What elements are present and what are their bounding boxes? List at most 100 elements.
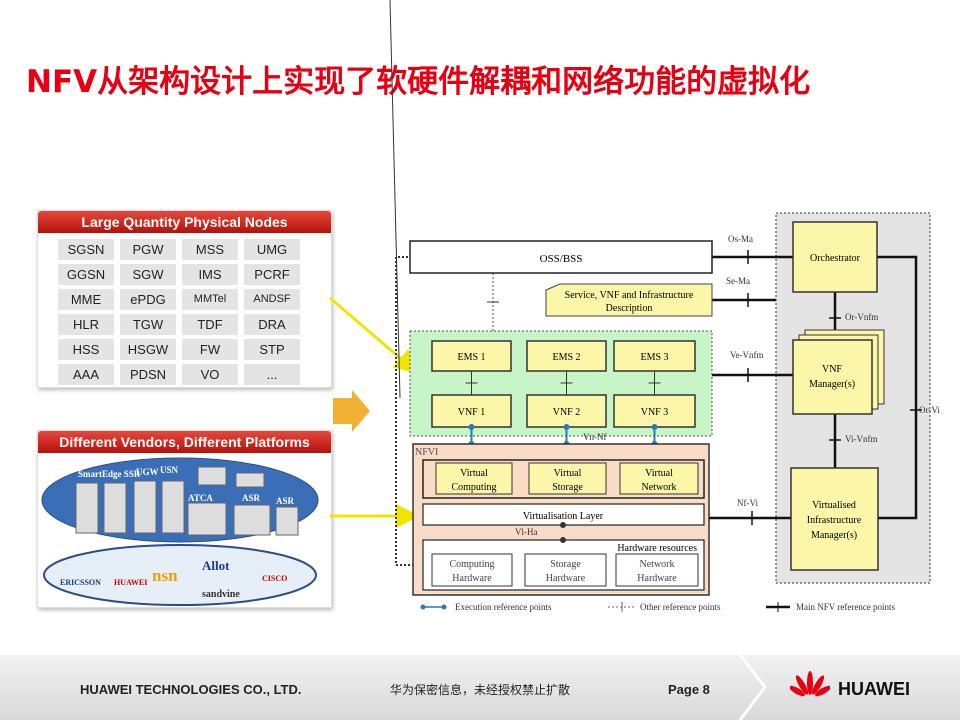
legend-item: Main NFV reference points [796, 602, 896, 612]
hardware-label: Network [640, 559, 675, 570]
pointer-arrow [329, 296, 419, 374]
page-number: Page 8 [668, 682, 710, 697]
vnf-manager-box [792, 339, 873, 415]
huawei-logo-text: HUAWEI [838, 679, 910, 699]
node-cell: AAA [58, 364, 114, 385]
node-cell: SGSN [58, 239, 114, 260]
platform-label: ATCA [188, 493, 213, 503]
hardware-resources-label: Hardware resources [617, 543, 697, 554]
orchestrator-box [792, 221, 878, 293]
hardware-label: Computing [449, 559, 494, 570]
vnf-label: VNF 2 [553, 407, 581, 418]
footer-divider [738, 655, 767, 720]
vim-label: Manager(s) [811, 530, 857, 541]
node-cell: HLR [58, 314, 114, 335]
descriptor-box [545, 283, 713, 317]
slide-title: NFV从架构设计上实现了软硬件解耦和网络功能的虚拟化 [26, 64, 811, 100]
ref-label: Or-Vi [919, 405, 940, 415]
oss-bss-box [409, 240, 713, 274]
virtual-resource-box [528, 462, 607, 495]
physical-nodes-panel: Large Quantity Physical Nodes SGSN PGW MSS… [37, 210, 332, 388]
descriptor-label: Service, VNF and Infrastructure [565, 290, 694, 301]
node-cell: HSGW [120, 339, 176, 360]
ems-label: EMS 2 [552, 352, 580, 363]
ems-box [526, 340, 607, 372]
node-cell: VO [182, 364, 238, 385]
confidential-notice: 华为保密信息，未经授权禁止扩散 [390, 683, 571, 697]
virtual-resource-box [619, 462, 699, 495]
hardware-box [431, 553, 513, 587]
ref-label: Vl-Ha [515, 527, 538, 537]
node-cell: PDSN [120, 364, 176, 385]
ref-label: Vi-Vnfm [845, 434, 877, 444]
ems-label: EMS 3 [640, 352, 668, 363]
node-cell: STP [244, 339, 300, 360]
footer: HUAWEI TECHNOLOGIES CO., LTD. 华为保密信息，未经授… [0, 655, 960, 720]
platform-label: UGW [136, 467, 159, 477]
arrow-right-icon [333, 390, 370, 432]
legend-item: Execution reference points [455, 602, 552, 612]
panel-header: Large Quantity Physical Nodes [38, 211, 331, 233]
vendors-illustration: SmartEdge SSR UGW USN ATCA ASR ASR ERICS… [41, 457, 319, 606]
nfvi-label: NFVI [415, 447, 438, 458]
node-cell: MME [58, 289, 114, 310]
node-cell: UMG [244, 239, 300, 260]
sandvine-logo: sandvine [202, 589, 240, 600]
hardware-label: Hardware [452, 573, 492, 584]
hardware-label: Hardware [637, 573, 677, 584]
vnf-box [613, 394, 696, 428]
vendors-panel: Different Vendors, Different Platforms S… [37, 430, 332, 608]
virtual-resource-label: Virtual [554, 468, 582, 479]
ems-box [431, 340, 512, 372]
hardware-box [524, 553, 607, 587]
panel-header: Different Vendors, Different Platforms [38, 431, 331, 453]
node-cell: IMS [182, 264, 238, 285]
node-cell: ANDSF [244, 289, 300, 310]
node-cell: ... [244, 364, 300, 385]
platform-label: ASR [242, 493, 261, 503]
nfv-architecture-diagram: OSS/BSS Service, VNF and Infrastructure … [329, 0, 940, 612]
virtual-resource-label: Virtual [645, 468, 673, 479]
ref-label: Or-Vnfm [845, 312, 878, 322]
vnf-manager-label: Manager(s) [809, 379, 855, 390]
node-cell: PGW [120, 239, 176, 260]
node-cell: TDF [182, 314, 238, 335]
cisco-logo: CISCO [262, 574, 287, 583]
ref-label: Os-Ma [728, 234, 753, 244]
vim-label: Virtualised [812, 500, 856, 511]
node-cell: TGW [120, 314, 176, 335]
vnf-label: VNF 3 [641, 407, 669, 418]
vim-box [790, 467, 879, 571]
virtual-resource-label: Network [642, 482, 677, 493]
hardware-label: Storage [550, 559, 581, 570]
node-cell: ePDG [120, 289, 176, 310]
virtual-resource-label: Virtual [460, 468, 488, 479]
allot-logo: Allot [202, 558, 230, 573]
nsn-logo: nsn [152, 566, 178, 585]
virtual-resource-label: Computing [451, 482, 496, 493]
node-cell: FW [182, 339, 238, 360]
node-cell: GGSN [58, 264, 114, 285]
node-cell: MMTel [182, 289, 238, 310]
virtual-resource-box [435, 462, 513, 495]
node-cell: DRA [244, 314, 300, 335]
ericsson-logo: ERICSSON [60, 578, 101, 587]
ref-label: Nf-Vi [737, 498, 758, 508]
huawei-logo: HUAWEI [114, 578, 147, 587]
node-cell: PCRF [244, 264, 300, 285]
descriptor-label: Description [606, 303, 653, 314]
huawei-flower-icon [790, 671, 830, 697]
ref-label: Se-Ma [726, 276, 750, 286]
ref-label: Ve-Vnfm [730, 350, 764, 360]
hardware-box [615, 553, 699, 587]
platform-label: ASR [276, 496, 295, 506]
node-cell: SGW [120, 264, 176, 285]
platform-label: USN [160, 465, 179, 475]
vnf-manager-label: VNF [822, 364, 842, 375]
ref-label: Vn-Nf [583, 432, 607, 442]
oss-bss-label: OSS/BSS [540, 253, 583, 265]
node-cell: HSS [58, 339, 114, 360]
ems-label: EMS 1 [457, 352, 485, 363]
node-cell: MSS [182, 239, 238, 260]
vim-label: Infrastructure [807, 515, 862, 526]
